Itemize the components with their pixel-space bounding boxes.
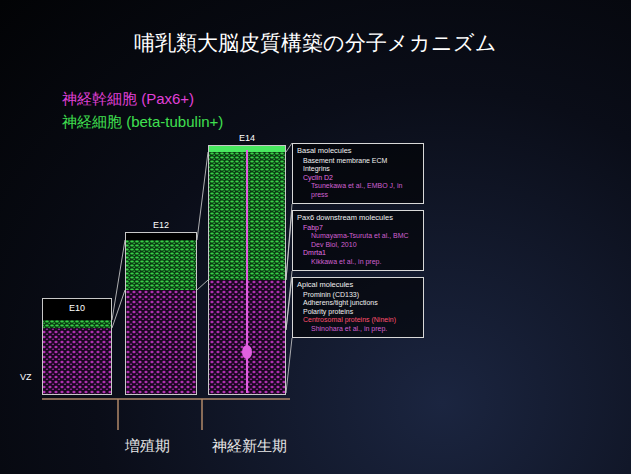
stage-label: E10 [43, 303, 111, 313]
box-item: Prominin (CD133) [297, 291, 419, 300]
box-item: Integrins [297, 165, 419, 174]
callout-line [286, 338, 292, 393]
stage-label: E12 [126, 220, 196, 230]
molecule-box: Basal moleculesBasement membrane ECMInte… [292, 143, 424, 204]
box-item: Tsunekawa et al., EMBO J, in press [297, 182, 419, 199]
zone-label: VZ [20, 372, 32, 383]
molecule-box: Pax6 downstream moleculesFabp7Numayama-T… [292, 210, 424, 271]
stage-label: E14 [209, 133, 285, 143]
box-heading: Pax6 downstream molecules [297, 214, 419, 223]
title: 哺乳類大脳皮質構築の分子メカニズム [0, 30, 631, 56]
legend-neuron: 神経細胞 (beta-tubulin+) [62, 113, 223, 131]
box-item: Basement membrane ECM [297, 157, 419, 166]
molecule-box: Apical moleculesProminin (CD133)Adherens… [292, 277, 424, 338]
embryo-section-panel: E10 [42, 298, 112, 395]
box-heading: Apical molecules [297, 281, 419, 290]
zoom-lines [112, 152, 208, 328]
box-heading: Basal molecules [297, 147, 419, 156]
box-item: Dmrta1 [297, 249, 419, 258]
box-item: Numayama-Tsuruta et al., BMC Dev Biol, 2… [297, 232, 419, 249]
e12-section [125, 232, 197, 395]
phase-label: 増殖期 [125, 437, 170, 455]
box-item: Kikkawa et al., in prep. [297, 258, 419, 267]
timeline-bar [42, 399, 290, 430]
e14-section [208, 145, 286, 395]
legend-stem-cell: 神経幹細胞 (Pax6+) [62, 90, 194, 108]
phase-label: 神経新生期 [212, 437, 287, 455]
embryo-section-panel: E12 [125, 232, 197, 395]
box-item: Shinohara et al., in prep. [297, 325, 419, 334]
embryo-section-panel: E14 [208, 145, 286, 395]
box-item: Polarity proteins [297, 308, 419, 317]
box-item: Cyclin D2 [297, 174, 419, 183]
box-item: Centrosomal proteins (Ninein) [297, 316, 419, 325]
box-item: Adherens/tight junctions [297, 299, 419, 308]
e10-section [42, 298, 112, 395]
box-item: Fabp7 [297, 224, 419, 233]
